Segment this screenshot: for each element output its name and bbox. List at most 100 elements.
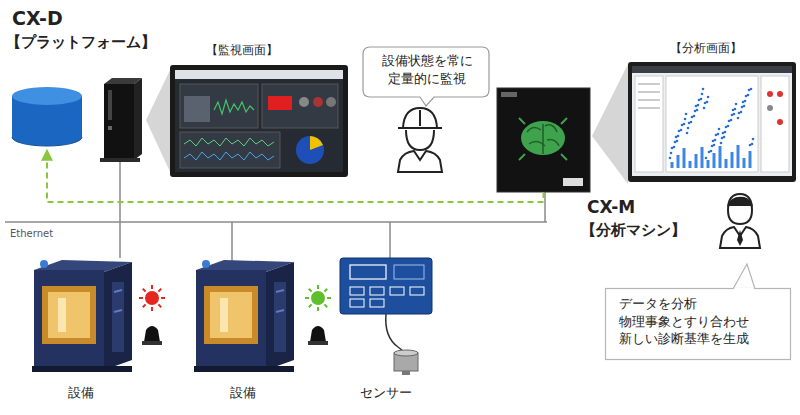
line-shape — [161, 297, 165, 299]
circle-shape — [738, 112, 741, 115]
rect-shape — [410, 287, 424, 295]
circle-shape — [674, 141, 677, 144]
circle-shape — [732, 109, 735, 112]
rect-shape — [112, 282, 124, 352]
view-pointer — [592, 64, 628, 184]
line-shape — [419, 110, 421, 126]
line-shape — [638, 92, 660, 93]
circle-shape — [681, 124, 684, 127]
line-shape — [719, 146, 722, 168]
ellipse-shape — [394, 350, 418, 356]
path-shape — [144, 326, 160, 342]
line-shape — [139, 297, 143, 299]
line-shape — [143, 304, 146, 307]
node-heading: CX-D — [12, 6, 63, 32]
rect-shape — [635, 76, 663, 172]
line-shape — [317, 307, 319, 311]
rect-shape — [308, 341, 328, 345]
pc-tower — [100, 78, 142, 162]
rect-shape — [175, 70, 343, 79]
rect-shape — [666, 76, 758, 172]
path-shape — [728, 194, 752, 224]
circle-shape — [686, 132, 689, 135]
rect-shape — [175, 70, 343, 172]
line-shape — [151, 285, 153, 289]
circle-shape — [296, 136, 324, 164]
line-shape — [689, 161, 692, 168]
line-shape — [701, 147, 704, 168]
rect-shape — [761, 76, 789, 172]
equipment-art — [190, 252, 330, 402]
circle-shape — [202, 260, 210, 268]
rect-shape — [108, 126, 112, 130]
rect-shape — [32, 366, 132, 372]
rect-shape — [350, 265, 386, 279]
node-heading: センサー — [360, 384, 412, 402]
rect-shape — [350, 299, 364, 307]
rect-shape — [48, 292, 90, 338]
note-callout: データを分析 物理事象とすり合わせ 新しい診断基準を生成 — [605, 288, 791, 360]
rect-shape — [632, 66, 792, 176]
circle-shape — [767, 91, 773, 97]
rect-shape — [100, 158, 140, 162]
database-node: CX-D【プラットフォーム】 — [10, 6, 180, 148]
circle-shape — [687, 127, 690, 130]
circle-shape — [741, 106, 744, 109]
path-shape — [406, 130, 434, 150]
sensor-device: センサー — [338, 255, 438, 405]
circle-shape — [711, 145, 714, 148]
circle-shape — [40, 260, 48, 268]
path-shape — [527, 124, 559, 154]
rect-shape — [563, 178, 583, 186]
rect-shape — [632, 66, 792, 73]
circle-shape — [707, 96, 710, 99]
line-shape — [317, 285, 319, 289]
rect-shape — [170, 65, 348, 177]
line-shape — [561, 118, 567, 124]
equipment: 設備 — [190, 252, 330, 402]
ellipse-shape — [521, 121, 565, 155]
rect-shape — [184, 96, 210, 122]
rect-shape — [108, 90, 112, 120]
line-shape — [683, 148, 686, 168]
line-shape — [544, 192, 546, 222]
line-shape — [158, 289, 161, 292]
rect-shape — [180, 84, 258, 128]
polyline-shape — [214, 100, 254, 114]
rect-shape — [58, 298, 66, 332]
circle-shape — [737, 117, 740, 120]
circle-shape — [718, 128, 721, 131]
line-shape — [309, 289, 312, 292]
rect-shape — [142, 341, 162, 345]
circle-shape — [745, 95, 748, 98]
line-shape — [638, 84, 660, 85]
circle-shape — [691, 116, 694, 119]
node-heading: 設備 — [68, 384, 94, 402]
rect-shape — [350, 287, 364, 295]
rect-shape — [220, 298, 228, 332]
line-shape — [327, 297, 331, 299]
circle-shape — [678, 130, 681, 133]
rect-shape — [394, 265, 424, 279]
node-heading: データを分析 物理事象とすり合わせ 新しい診断基準を生成 — [619, 295, 779, 348]
ellipse-shape — [12, 87, 82, 105]
circle-shape — [731, 114, 734, 117]
polygon-shape — [733, 264, 755, 289]
line-shape — [713, 153, 716, 168]
rect-shape — [196, 270, 266, 370]
circle-shape — [715, 134, 718, 137]
rect-shape — [628, 62, 796, 182]
network-label: Ethernet — [10, 227, 53, 241]
circle-shape — [735, 103, 738, 106]
analysis-screen: 【分析画面】 — [626, 38, 798, 184]
circle-shape — [313, 97, 323, 107]
rect-shape — [210, 292, 252, 338]
rect-shape — [34, 270, 104, 370]
circle-shape — [145, 291, 159, 305]
circle-shape — [777, 91, 783, 97]
polygon-shape — [104, 262, 132, 370]
circle-shape — [725, 126, 728, 129]
rect-shape — [262, 84, 338, 128]
